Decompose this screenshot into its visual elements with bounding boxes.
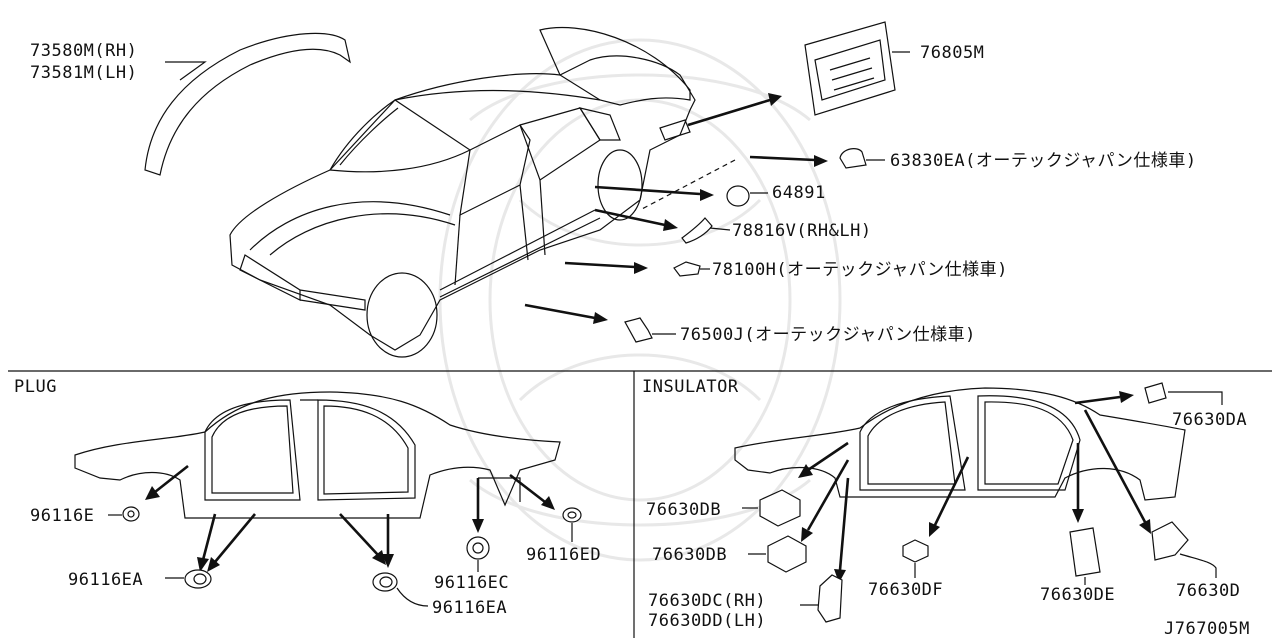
insulator-section-title: INSULATOR [642,377,739,397]
clip-76500j-part [624,317,653,343]
top-arrows [524,93,828,324]
label-clip-63830ea: 63830EA(オーテックジャパン仕様車) [890,151,1197,171]
plug-label-96116ea-left: 96116EA [68,570,143,590]
plug-leaders [108,514,573,607]
fuel-lid-part [804,21,896,116]
insulator-leaders [742,391,1223,606]
label-clip-78100h: 78100H(オーテックジャパン仕様車) [712,260,1008,280]
label-protector-78816v: 78816V(RH&LH) [732,221,872,241]
plug-label-96116e: 96116E [30,506,94,526]
insulator-arrows [798,391,1151,583]
label-plug-64891: 64891 [772,183,826,203]
diagram-code: J767005M [1164,619,1250,638]
insulator-label-76630dc: 76630DC(RH) [648,591,766,611]
insulator-label-76630df: 76630DF [868,580,943,600]
insulator-car-side [734,387,1186,501]
label-moulding-rh: 73580M(RH) [30,41,137,61]
plug-label-96116ec: 96116EC [434,573,509,593]
top-leaders [652,51,910,335]
plug-64891-part [726,185,750,207]
insulator-label-76630de: 76630DE [1040,585,1115,605]
plug-car-side [74,391,561,519]
car-main-drawing [229,26,696,358]
protector-78816v-part [681,217,713,244]
insulator-label-76630db-lower: 76630DB [652,545,727,565]
plug-arrows [145,464,555,572]
plug-section-title: PLUG [14,377,57,397]
watermark-emblem [438,38,842,562]
label-clip-76500j: 76500J(オーテックジャパン仕様車) [680,325,976,345]
clip-78100h-part [673,261,701,277]
insulator-label-76630db-upper: 76630DB [646,500,721,520]
clip-63830ea-part [839,148,867,169]
insulator-label-76630da: 76630DA [1172,410,1247,430]
insulator-parts [759,382,1189,623]
label-moulding-lh: 73581M(LH) [30,63,137,83]
plug-parts [122,506,582,592]
plug-label-96116ed: 96116ED [526,545,601,565]
insulator-label-76630d: 76630D [1176,581,1240,601]
label-fuel-lid: 76805M [920,43,984,63]
insulator-label-76630dd: 76630DD(LH) [648,611,766,631]
moulding-part [144,32,351,176]
plug-label-96116ea-right: 96116EA [432,598,507,618]
